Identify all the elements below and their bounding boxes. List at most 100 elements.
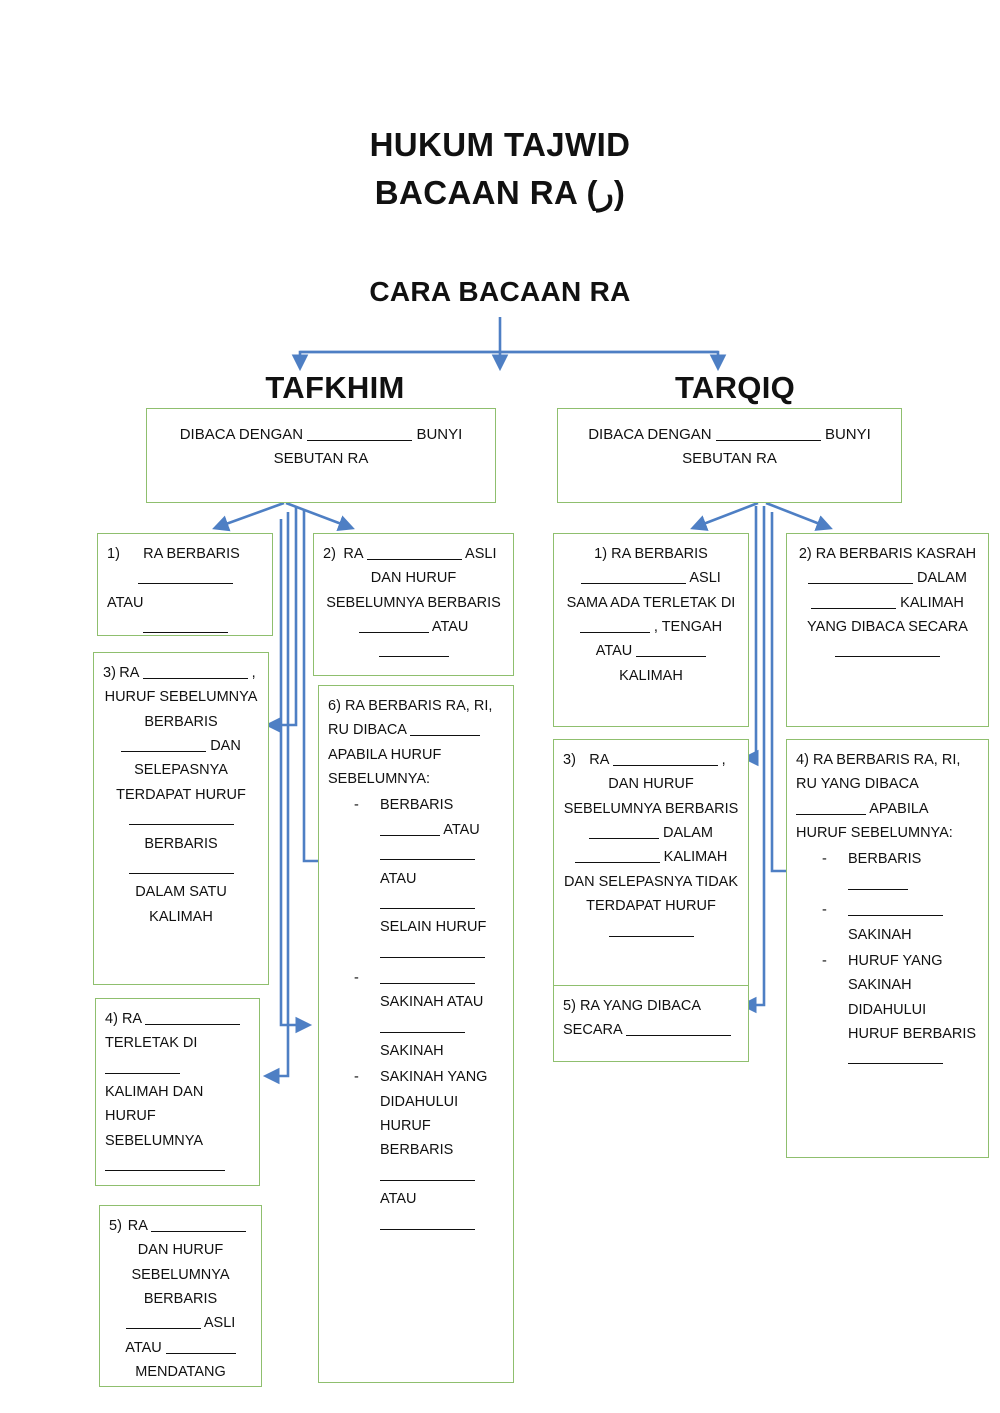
blank-field[interactable] xyxy=(137,583,233,585)
bullet-text: BERBARIS xyxy=(848,851,922,868)
diagram-root-label: CARA BACAAN RA xyxy=(369,276,631,307)
blank-field[interactable] xyxy=(378,656,449,658)
item-4-bullet-list: - BERBARIS - SAKINAH - HURUF YANG SAKINA… xyxy=(796,847,979,1070)
item-number: 1) xyxy=(594,546,608,562)
item-text: MENDATANG xyxy=(135,1364,226,1381)
tarqiq-item-1: 1) RA BERBARIS ASLI SAMA ADA TERLETAK DI… xyxy=(553,533,749,727)
blank-field[interactable] xyxy=(121,751,207,753)
blank-field[interactable] xyxy=(145,1024,241,1025)
item-number: 3) xyxy=(103,665,116,681)
item-text: RA xyxy=(119,665,139,681)
item-text: DALAM xyxy=(917,570,967,587)
tafkhim-item-5: 5) RA DAN HURUF SEBELUMNYA BERBARIS ASLI… xyxy=(99,1205,262,1387)
list-item: - SAKINAH YANG DIDAHULUI HURUF BERBARIS … xyxy=(328,1065,504,1236)
bullet-text: ATAU xyxy=(380,870,417,887)
list-item: - SAKINAH xyxy=(796,898,979,947)
tafkhim-item-1: 1) RA BERBARIS ATAU xyxy=(97,533,273,636)
item-text: APABILA HURUF SEBELUMNYA: xyxy=(796,800,953,842)
item-number: 1) xyxy=(107,546,120,562)
item-number: 3) xyxy=(563,752,576,768)
list-item: - BERBARIS ATAU ATAU SELAIN HURUF xyxy=(328,793,504,964)
blank-field[interactable] xyxy=(125,1328,201,1330)
blank-field[interactable] xyxy=(105,1072,180,1074)
item-6-bullet-list: - BERBARIS ATAU ATAU SELAIN HURUF - SAKI… xyxy=(328,793,504,1235)
blank-field[interactable] xyxy=(608,935,694,937)
blank-field[interactable] xyxy=(835,656,940,658)
bullet-text: SAKINAH xyxy=(380,1043,444,1060)
blank-field[interactable] xyxy=(589,838,659,840)
blank-field[interactable] xyxy=(579,632,650,634)
blank-field[interactable] xyxy=(380,834,440,836)
item-number: 4) xyxy=(105,1011,118,1027)
blank-field[interactable] xyxy=(128,872,234,874)
tafkhim-item-6: 6) RA BERBARIS RA, RI, RU DIBACA APABILA… xyxy=(318,685,514,1383)
item-text: , DAN HURUF SEBELUMNYA BERBARIS xyxy=(563,752,739,817)
title-line-2: BACAAN RA (ر) xyxy=(374,174,626,212)
item-text: , TENGAH ATAU xyxy=(595,619,723,660)
blank-field[interactable] xyxy=(636,656,707,658)
blank-field[interactable] xyxy=(380,1228,475,1230)
item-text: KALIMAH YANG DIBACA SECARA xyxy=(807,594,968,636)
item-text: RA BERBARIS xyxy=(611,546,708,562)
blank-field[interactable] xyxy=(142,632,228,634)
bullet-text: SELAIN HURUF xyxy=(380,919,487,936)
bullet-text: HURUF YANG SAKINAH DIDAHULUI HURUF BERBA… xyxy=(848,952,977,1042)
item-text: ASLI ATAU xyxy=(125,1315,236,1356)
blank-field[interactable] xyxy=(808,583,913,585)
tarqiq-item-4: 4) RA BERBARIS RA, RI, RU YANG DIBACA AP… xyxy=(786,739,989,1158)
blank-field[interactable] xyxy=(380,982,475,984)
blank-field[interactable] xyxy=(612,765,718,766)
bullet-text: SAKINAH YANG DIDAHULUI HURUF BERBARIS xyxy=(380,1069,488,1159)
blank-field[interactable] xyxy=(848,1063,943,1065)
blank-field[interactable] xyxy=(410,735,481,737)
tafkhim-definition-box: DIBACA DENGAN BUNYI SEBUTAN RA xyxy=(146,408,496,503)
blank-field[interactable] xyxy=(366,559,462,560)
blank-field[interactable] xyxy=(625,1035,731,1037)
blank-field[interactable] xyxy=(574,862,660,864)
blank-field[interactable] xyxy=(142,678,248,679)
item-text: RA BERBARIS RA, RI, RU DIBACA xyxy=(328,698,493,739)
item-text: RA BERBARIS RA, RI, RU YANG DIBACA xyxy=(796,752,961,793)
tafkhim-def-post: BUNYI xyxy=(416,426,463,443)
item-text: ASLI DAN HURUF SEBELUMNYA BERBARIS xyxy=(326,546,501,611)
item-text: KALIMAH DAN SELEPASNYA TIDAK TERDAPAT HU… xyxy=(563,849,739,915)
item-text: ATAU xyxy=(107,594,144,611)
blank-field[interactable] xyxy=(811,607,897,609)
blank-field[interactable] xyxy=(380,1179,475,1181)
item-number: 2) xyxy=(323,546,336,562)
bullet-text: ATAU xyxy=(380,1191,417,1208)
blank-field[interactable] xyxy=(358,632,429,634)
item-number: 5) xyxy=(563,998,576,1014)
blank-field[interactable] xyxy=(380,956,485,958)
dash-bullet-icon: - xyxy=(354,969,359,986)
blank-field[interactable] xyxy=(380,907,475,909)
item-text: RA YANG DIBACA SECARA xyxy=(563,998,701,1039)
blank-field[interactable] xyxy=(715,440,821,441)
tarqiq-def-line2: SEBUTAN RA xyxy=(682,450,777,468)
blank-field[interactable] xyxy=(581,583,687,585)
blank-field[interactable] xyxy=(848,915,943,917)
item-text: RA BERBARIS KASRAH xyxy=(815,546,977,562)
list-item: - HURUF YANG SAKINAH DIDAHULUI HURUF BER… xyxy=(796,949,979,1071)
item-text: APABILA HURUF SEBELUMNYA: xyxy=(328,746,442,788)
blank-field[interactable] xyxy=(151,1231,247,1232)
blank-field[interactable] xyxy=(796,813,866,815)
blank-field[interactable] xyxy=(165,1352,236,1354)
blank-field[interactable] xyxy=(128,824,234,826)
blank-field[interactable] xyxy=(105,1170,225,1172)
item-text: TERLETAK DI xyxy=(105,1035,198,1052)
item-text: RA xyxy=(121,1011,142,1027)
blank-field[interactable] xyxy=(380,1031,465,1033)
tarqiq-definition-box: DIBACA DENGAN BUNYI SEBUTAN RA xyxy=(557,408,902,503)
item-text: ATAU xyxy=(431,619,469,636)
blank-field[interactable] xyxy=(380,859,475,861)
branch-label-tarqiq: TARQIQ xyxy=(674,370,796,405)
tafkhim-item-2: 2) RA ASLI DAN HURUF SEBELUMNYA BERBARIS… xyxy=(313,533,514,676)
blank-field[interactable] xyxy=(307,440,413,441)
dash-bullet-icon: - xyxy=(354,1069,359,1086)
blank-field[interactable] xyxy=(848,888,908,890)
branch-label-tafkhim: TAFKHIM xyxy=(265,370,405,405)
item-text: RA xyxy=(127,1218,148,1234)
dash-bullet-icon: - xyxy=(822,851,827,868)
item-text: RA BERBARIS xyxy=(143,546,240,562)
